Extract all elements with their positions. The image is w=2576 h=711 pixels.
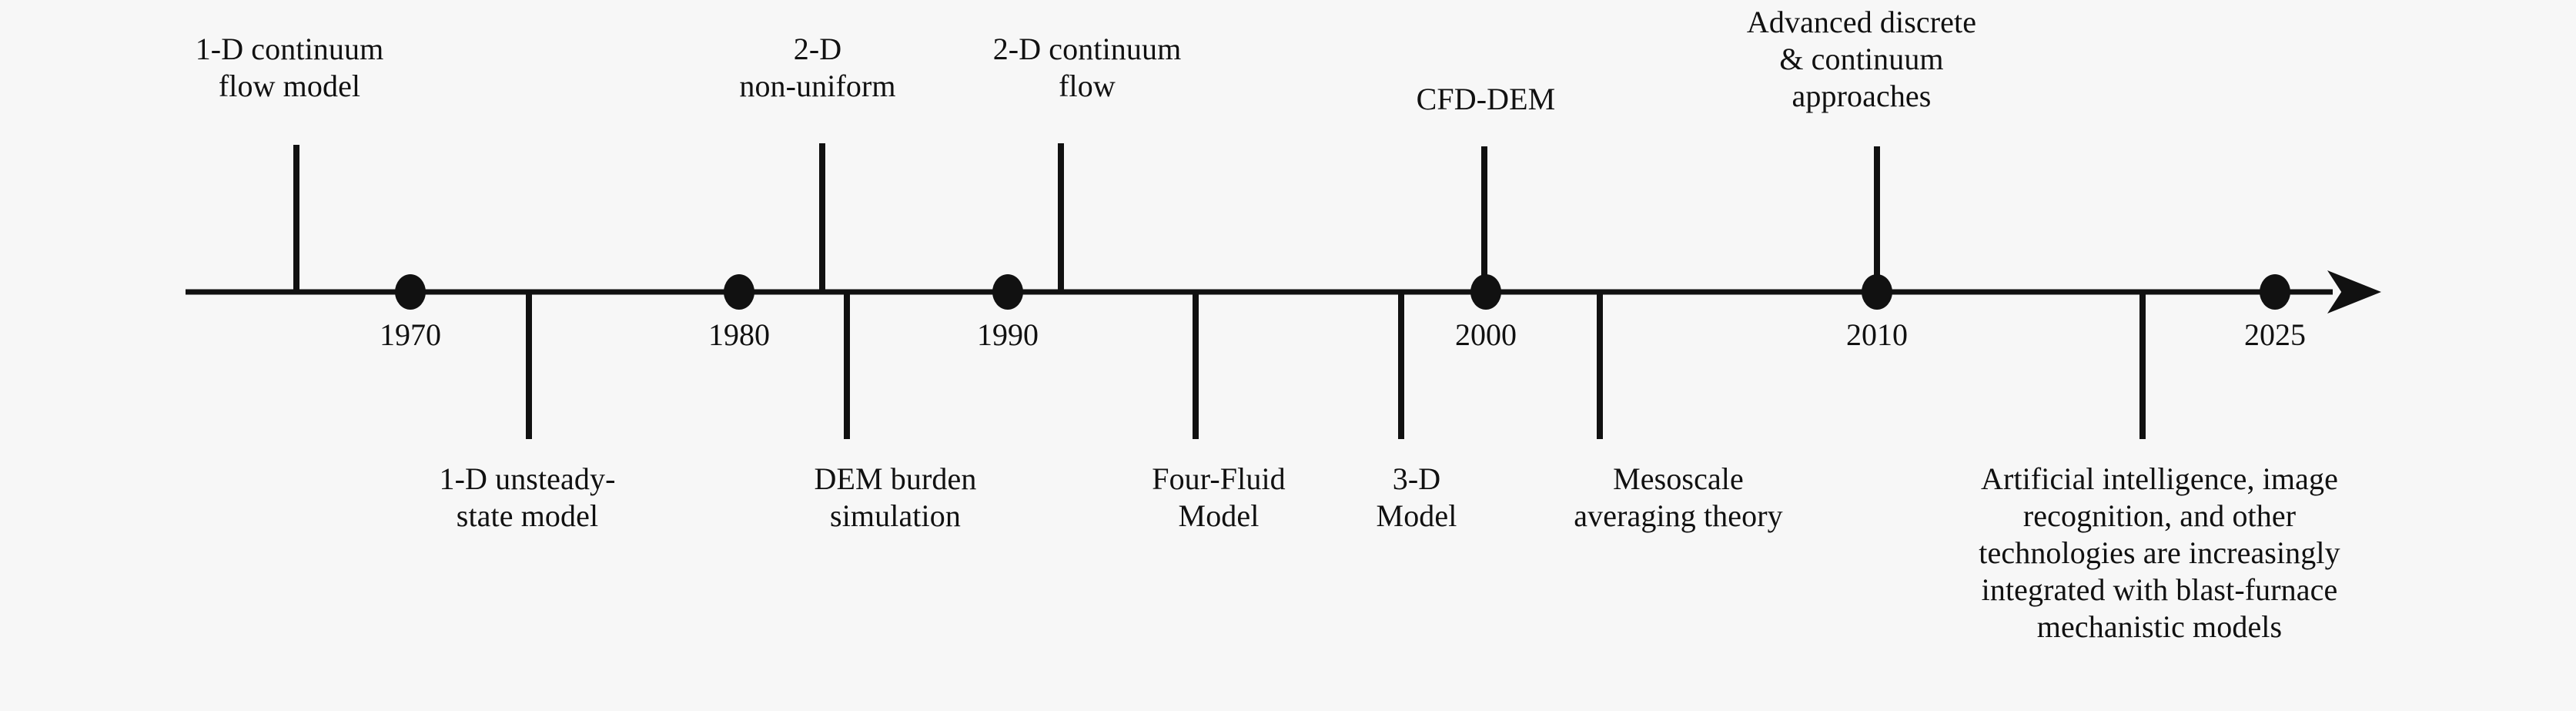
milestone-label-line: 2-D continuum [992, 32, 1182, 66]
milestone-label-line: CFD-DEM [1416, 82, 1556, 116]
milestone-label-line: approaches [1791, 79, 1932, 113]
milestone-label-line: flow model [218, 69, 361, 103]
year-label-2025: 2025 [2244, 317, 2306, 352]
milestone-label-one-d-unsteady-state-model: 1-D unsteady-state model [439, 461, 615, 535]
year-label-1980: 1980 [708, 317, 770, 352]
milestone-label-line: Model [1178, 498, 1260, 533]
milestone-label-line: non-uniform [739, 69, 896, 103]
year-dot-2010[interactable] [1862, 274, 1892, 310]
milestone-label-line: Advanced discrete [1746, 5, 1977, 39]
milestone-label-line: state model [456, 498, 599, 533]
year-dot-1990[interactable] [992, 274, 1023, 310]
milestone-label-line: flow [1059, 69, 1116, 103]
milestone-label-line: recognition, and other [2022, 498, 2297, 533]
milestone-label-line: integrated with blast-furnace [1981, 572, 2338, 607]
year-label-1970: 1970 [380, 317, 441, 352]
milestone-label-line: 1-D continuum [195, 32, 384, 66]
milestone-label-line: 3-D [1392, 461, 1441, 496]
milestone-label-line: Four-Fluid [1152, 461, 1286, 496]
milestone-label-line: Model [1376, 498, 1457, 533]
milestone-label-line: & continuum [1779, 42, 1944, 76]
year-dot-2025[interactable] [2260, 274, 2290, 310]
year-dot-1980[interactable] [724, 274, 754, 310]
year-dot-1970[interactable] [395, 274, 426, 310]
year-label-1990: 1990 [977, 317, 1039, 352]
milestone-label-line: technologies are increasingly [1979, 535, 2340, 570]
milestone-label-line: Artificial intelligence, image [1981, 461, 2338, 496]
year-label-2000: 2000 [1455, 317, 1517, 352]
milestone-label-line: Mesoscale [1613, 461, 1744, 496]
milestone-label-cfd-dem: CFD-DEM [1417, 81, 1556, 118]
milestone-label-line: DEM burden [814, 461, 977, 496]
milestone-label-line: 1-D unsteady- [439, 461, 616, 496]
milestone-label-line: simulation [830, 498, 961, 533]
year-dot-2000[interactable] [1470, 274, 1501, 310]
year-label-2010: 2010 [1846, 317, 1908, 352]
milestone-label-line: averaging theory [1574, 498, 1783, 533]
milestone-label-line: 2-D [793, 32, 842, 66]
milestone-label-line: mechanistic models [2036, 609, 2283, 644]
